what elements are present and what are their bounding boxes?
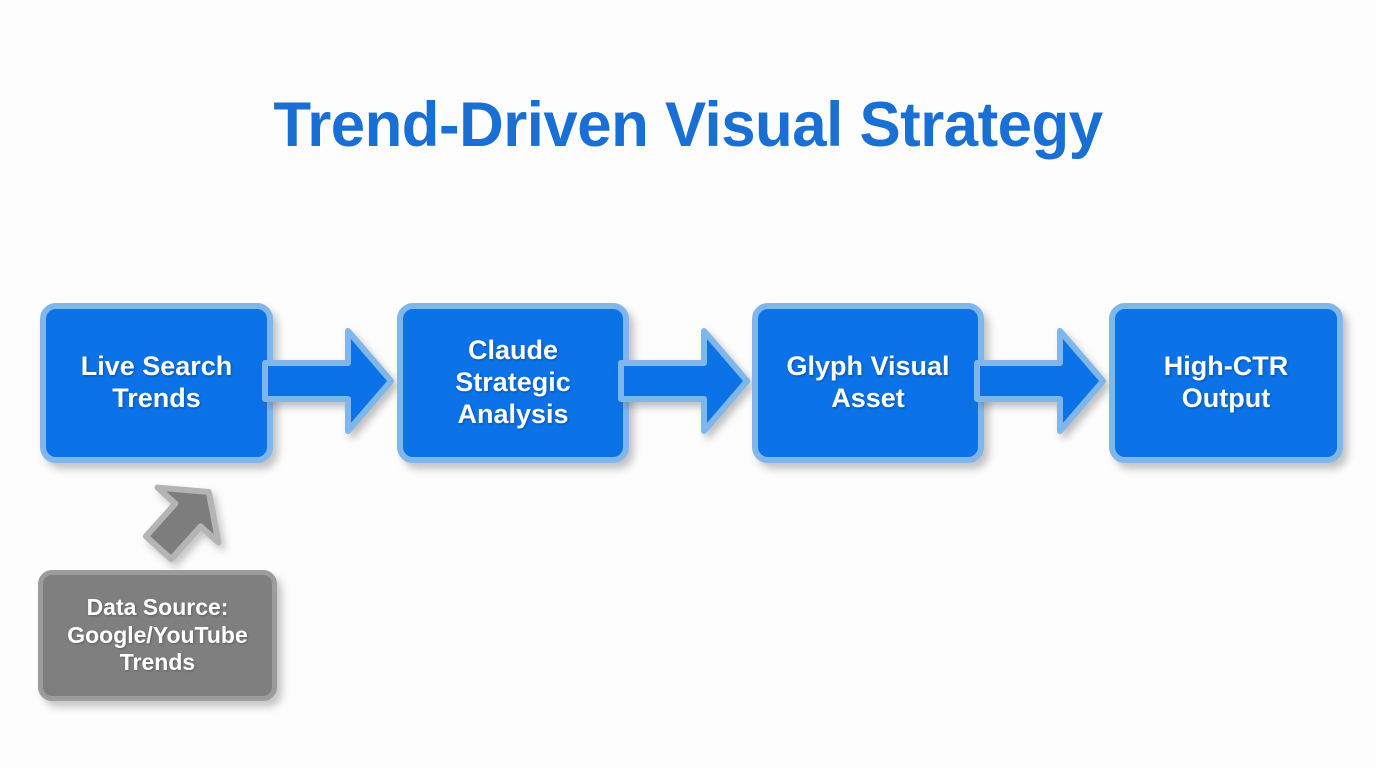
flow-arrow-right-icon bbox=[974, 325, 1106, 437]
flow-step-label: High-CTR Output bbox=[1163, 351, 1289, 413]
flow-step-glyph-visual-asset[interactable]: Glyph Visual Asset bbox=[752, 303, 984, 463]
flow-arrow-right-icon bbox=[262, 325, 394, 437]
data-source-box[interactable]: Data Source: Google/YouTube Trends bbox=[38, 570, 277, 701]
flow-step-high-ctr-output[interactable]: High-CTR Output bbox=[1109, 303, 1343, 463]
flow-step-label: Claude Strategic Analysis bbox=[455, 335, 571, 429]
flow-step-live-search-trends[interactable]: Live Search Trends bbox=[40, 303, 273, 463]
flow-step-label: Live Search Trends bbox=[80, 351, 233, 413]
flow-step-label: Glyph Visual Asset bbox=[786, 351, 950, 413]
flow-step-claude-strategic-analysis[interactable]: Claude Strategic Analysis bbox=[397, 303, 629, 463]
flow-arrow-right-icon bbox=[618, 325, 750, 437]
data-source-label: Data Source: Google/YouTube Trends bbox=[67, 594, 248, 676]
source-arrow-up-right-icon bbox=[126, 466, 236, 581]
page-title: Trend-Driven Visual Strategy bbox=[273, 90, 1103, 160]
